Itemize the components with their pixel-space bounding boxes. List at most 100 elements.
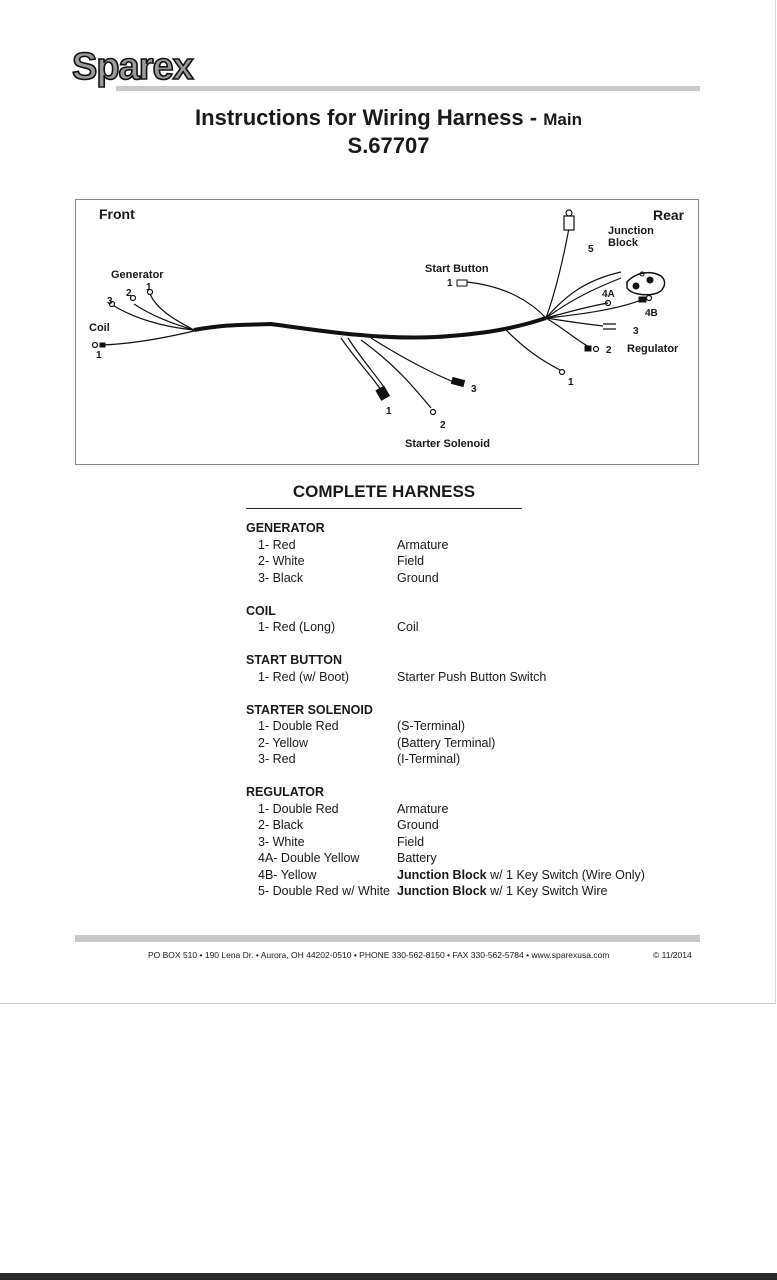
wire-function: Junction Block w/ 1 Key Switch Wire: [397, 883, 607, 900]
label-sol-3: 3: [471, 384, 477, 395]
gen-wire-2: [133, 303, 195, 331]
reg4b-terminal: [638, 296, 647, 303]
header-rule: [116, 86, 700, 91]
wire-label: 3- Red: [258, 752, 296, 766]
label-junction-block: Junction Block: [608, 225, 654, 249]
wire-label: 3- White: [258, 834, 305, 849]
wire-row: 4B- Yellow Junction Block w/ 1 Key Switch…: [246, 867, 706, 884]
wire-label: 2- Yellow: [258, 735, 309, 750]
label-rear: Rear: [653, 207, 685, 223]
part-number: S.67707: [347, 133, 430, 158]
wire-function: Battery: [397, 851, 437, 865]
label-reg-3: 3: [633, 326, 639, 337]
title-suffix: Main: [543, 110, 582, 129]
sol1-wire-b: [347, 337, 387, 391]
group-heading: COIL: [246, 603, 276, 618]
wire-function-rest: w/ 1 Key Switch Wire: [486, 884, 608, 898]
reg2-ring: [592, 345, 600, 353]
label-regulator: Regulator: [627, 343, 679, 355]
wire-function: (I-Terminal): [397, 752, 461, 766]
sparex-logo: Sparex: [71, 46, 194, 88]
footer-rule: [75, 935, 700, 942]
label-reg-2: 2: [606, 345, 612, 356]
label-gen-3: 3: [107, 296, 113, 307]
jb-post-3: [639, 271, 645, 277]
wire-row: 4A- Double Yellow Battery: [246, 850, 706, 867]
junction-block-body: [626, 271, 666, 296]
jb-post-2: [646, 276, 654, 284]
wire-function: (Battery Terminal): [397, 735, 496, 750]
jb-wire-b: [545, 277, 622, 319]
label-starter-solenoid: Starter Solenoid: [405, 438, 490, 450]
sol3-connector: [450, 376, 466, 388]
wire-function: Armature: [397, 537, 449, 552]
wire-function: Field: [397, 834, 425, 849]
wire-label: 5- Double Red w/ White: [258, 884, 391, 898]
gen-terminal-2: [129, 294, 137, 302]
gen-terminal-3: [108, 300, 116, 308]
wire-function: (S-Terminal): [397, 719, 466, 733]
label-sol-1: 1: [386, 406, 392, 417]
label-reg-1: 1: [568, 377, 574, 388]
document-title: Instructions for Wiring Harness - Main: [0, 104, 777, 134]
sol2-ring: [429, 408, 437, 416]
start-button-boot: [456, 279, 468, 287]
reg1-ring: [558, 368, 566, 376]
coil-wire: [102, 330, 195, 346]
jb-post-1: [632, 282, 640, 290]
wire-label: 2- White: [258, 554, 305, 568]
reg4b-ring: [645, 294, 653, 302]
reg4a-terminal: [604, 299, 612, 307]
wire-row: 3- Red (I-Terminal): [246, 751, 706, 768]
wire-label: 2- Black: [258, 818, 304, 832]
label-sol-2: 2: [440, 420, 446, 431]
group-heading: GENERATOR: [246, 521, 325, 535]
footer-address: PO BOX 510 • 190 Lena Dr. • Aurora, OH 4…: [148, 950, 610, 960]
wire-row: 1- Double Red(S-Terminal): [246, 718, 706, 735]
wire-function: Starter Push Button Switch: [397, 669, 547, 684]
wire-label: 1- Double Red: [258, 801, 339, 816]
title-text: Instructions for Wiring Harness -: [195, 105, 538, 130]
sol2-wire: [360, 339, 432, 409]
reg5-ring: [565, 209, 573, 217]
label-start-1: 1: [447, 278, 453, 289]
wire-function: Junction Block w/ 1 Key Switch (Wire Onl…: [397, 867, 645, 884]
wire-label: 3- Black: [258, 570, 304, 585]
wire-row: 1- Red (Long)Coil: [246, 619, 706, 636]
label-coil-1: 1: [96, 350, 102, 361]
group-heading: STARTER SOLENOID: [246, 702, 373, 717]
sol1-connector: [375, 385, 391, 401]
wiring-diagram-svg: [91, 209, 666, 416]
wire-function-rest: w/ 1 Key Switch (Wire Only): [486, 867, 645, 882]
reg3-spade: [603, 323, 616, 330]
reg2-terminal: [584, 345, 592, 352]
label-reg-4a: 4A: [602, 289, 615, 300]
wire-label: 4A- Double Yellow: [258, 851, 360, 865]
reg5-wire: [545, 227, 570, 319]
scan-bottom-edge: [0, 1273, 777, 1280]
wire-label: 1- Red (Long): [258, 620, 336, 634]
wire-row: 3- White Field: [246, 834, 706, 851]
wire-row: 2- Yellow (Battery Terminal): [246, 735, 706, 752]
wire-row: 5- Double Red w/ White Junction Block w/ …: [246, 883, 706, 900]
wire-function: Ground: [397, 818, 439, 832]
start-button-wire: [465, 281, 547, 319]
reg4a-wire: [545, 302, 609, 319]
coil-ring: [91, 341, 99, 349]
sol3-wire: [370, 337, 455, 383]
wire-label: 4B- Yellow: [258, 867, 317, 882]
group-heading: START BUTTON: [246, 653, 343, 667]
page-sheet: [0, 0, 776, 1004]
reg3-wire: [545, 317, 604, 327]
reg4b-wire: [545, 299, 642, 319]
wire-row: 2- Black Ground: [246, 817, 706, 834]
gen-terminal-1: [146, 288, 154, 296]
